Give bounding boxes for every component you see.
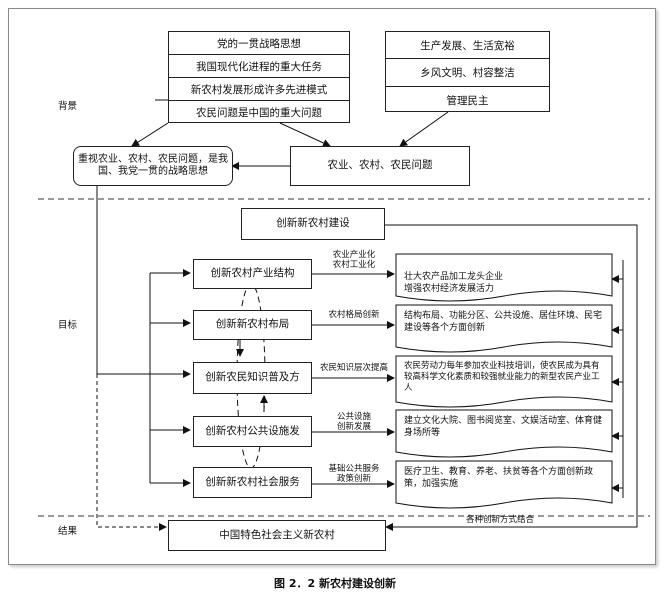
wave-shape-1 <box>395 253 613 302</box>
detail-layout-text: 结构布局、功能分区、公共设施、居住环境、民宅建设等各个方面创新 <box>404 311 603 334</box>
section-label-result: 结果 <box>58 526 78 537</box>
wave-shape-3 <box>395 355 613 408</box>
background-left-item: 农民问题是中国的重大问题 <box>196 106 322 119</box>
background-left-stack: 党的一贯战略思想 我国现代化进程的重大任务 新农村发展形成许多先进模式 农民问题… <box>168 31 350 123</box>
background-right-stack: 生产发展、生活宽裕 乡风文明、村容整洁 管理民主 <box>385 31 550 112</box>
goal-box-public-facilities: 创新农村公共设施发 <box>193 416 312 447</box>
detail-knowledge: 农民劳动力每年参加农业科技培训，使农民成为具有较高科学文化素质和较强就业能力的新… <box>398 358 610 397</box>
wave-shape-2 <box>395 304 613 353</box>
edge-label-result: 各种创新方式结合 <box>465 515 534 525</box>
section-label-background: 背景 <box>58 101 78 112</box>
background-right-item: 生产发展、生活宽裕 <box>386 32 549 59</box>
edge-label-services: 基础公共服务 政策创新 <box>328 464 380 484</box>
wave-shape-5 <box>395 460 613 509</box>
detail-industry-text: 壮大农产品加工龙头企业 增强农村经济发展活力 <box>404 272 504 295</box>
innovation-title-box: 创新新农村建设 <box>241 208 385 240</box>
background-left-item: 我国现代化进程的重大任务 <box>169 55 349 78</box>
detail-facilities: 建立文化大院、图书阅览室、文娱活动室、体育健身场所等 <box>398 412 610 442</box>
result-box: 中国特色社会主义新农村 <box>168 520 386 551</box>
detail-services-text: 医疗卫生、教育、养老、扶贫等各个方面创新政策，加强实施 <box>404 467 594 490</box>
background-left-item: 新农村发展形成许多先进模式 <box>169 78 349 101</box>
background-left-item: 党的一贯战略思想 <box>169 32 349 55</box>
detail-knowledge-text: 农民劳动力每年参加农业科技培训，使农民成为具有较高科学文化素质和较强就业能力的新… <box>404 361 600 394</box>
goal-box-industry-structure: 创新农村产业结构 <box>193 259 312 289</box>
background-right-item: 乡风文明、村容整洁 <box>386 59 549 87</box>
goal-box-knowledge-spread: 创新农民知识普及方 <box>193 362 312 394</box>
edge-label-facilities: 公共设施 创新发展 <box>336 412 371 432</box>
detail-services: 医疗卫生、教育、养老、扶贫等各个方面创新政策，加强实施 <box>398 463 610 493</box>
goal-box-social-services: 创新新农村社会服务 <box>193 467 312 498</box>
diagram-frame <box>8 8 656 565</box>
section-label-goal: 目标 <box>58 320 78 331</box>
detail-layout: 结构布局、功能分区、公共设施、居住环境、民宅建设等各个方面创新 <box>398 307 610 337</box>
three-rural-issues-box: 农业、农村、农民问题 <box>290 146 470 186</box>
edge-label-knowledge: 农民知识层次提高 <box>319 363 388 373</box>
strategic-emphasis-box: 重视农业、农村、农民问题，是我国、我党一贯的战略思想 <box>73 146 233 186</box>
edge-label-industry: 农业产业化 农村工业化 <box>332 250 376 270</box>
detail-facilities-text: 建立文化大院、图书阅览室、文娱活动室、体育健身场所等 <box>404 416 603 439</box>
background-right-item: 管理民主 <box>446 94 489 107</box>
figure-caption: 图 2．2 新农村建设创新 <box>274 577 396 590</box>
goal-box-rural-layout: 创新新农村布局 <box>193 310 312 340</box>
wave-shape-4 <box>395 409 613 458</box>
detail-industry: 壮大农产品加工龙头企业 增强农村经济发展活力 <box>398 256 610 298</box>
edge-label-layout: 农村格局创新 <box>328 310 380 320</box>
